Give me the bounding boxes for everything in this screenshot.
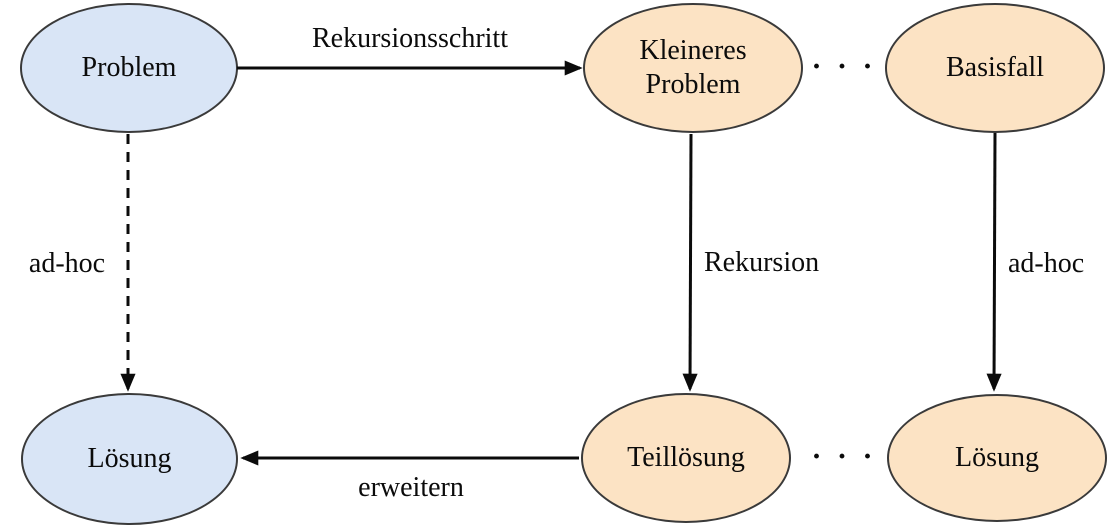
edge-label-adhoc-rechts: ad-hoc (1008, 248, 1085, 279)
arrow-rekursion (682, 133, 698, 392)
ellipsis-top: · · · (811, 50, 877, 83)
node-loesung-rechts-label: Lösung (955, 441, 1039, 473)
edge-label-adhoc-links: ad-hoc (28, 248, 106, 279)
node-kleineres-problem-label: Kleineres Problem (639, 34, 747, 100)
arrow-adhoc-rechts (986, 132, 1002, 392)
node-kleineres-problem: Kleineres Problem (583, 3, 803, 133)
node-basisfall: Basisfall (885, 3, 1105, 133)
node-basisfall-label: Basisfall (946, 51, 1044, 83)
node-teilloesung: Teillösung (581, 393, 791, 523)
node-loesung-rechts: Lösung (887, 394, 1107, 522)
node-problem-label: Problem (81, 51, 177, 83)
edge-label-rekursionsschritt: Rekursionsschritt (312, 23, 508, 54)
node-loesung-links-label: Lösung (87, 442, 172, 474)
edge-label-erweitern: erweitern (358, 472, 464, 503)
node-problem: Problem (20, 3, 238, 133)
node-teilloesung-label: Teillösung (627, 441, 745, 473)
node-loesung-links: Lösung (21, 393, 238, 525)
edge-label-rekursion: Rekursion (704, 247, 820, 278)
ellipsis-bottom: · · · (811, 440, 877, 473)
